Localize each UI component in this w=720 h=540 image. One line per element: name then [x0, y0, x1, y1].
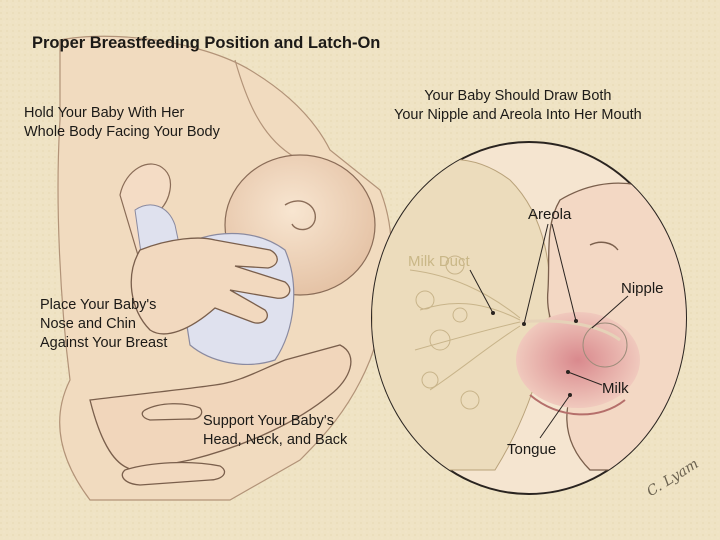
label-tongue: Tongue	[507, 440, 556, 459]
label-milk: Milk	[602, 379, 629, 398]
label-draw-line-2: Your Nipple and Areola Into Her Mouth	[394, 106, 642, 125]
label-support-baby: Support Your Baby's Head, Neck, and Back	[203, 412, 347, 450]
label-hold-baby-line-1: Hold Your Baby With Her	[24, 104, 220, 123]
label-milk-duct: Milk Duct	[408, 252, 470, 271]
label-areola: Areola	[528, 205, 571, 224]
diagram-title: Proper Breastfeeding Position and Latch-…	[32, 34, 380, 53]
label-hold-baby: Hold Your Baby With Her Whole Body Facin…	[24, 104, 220, 142]
label-nose-chin-line-1: Place Your Baby's	[40, 296, 167, 315]
label-hold-baby-line-2: Whole Body Facing Your Body	[24, 123, 220, 142]
label-draw-nipple-areola: Your Baby Should Draw Both Your Nipple a…	[394, 87, 642, 125]
label-nipple: Nipple	[621, 279, 664, 298]
label-support-baby-line-1: Support Your Baby's	[203, 412, 347, 431]
label-support-baby-line-2: Head, Neck, and Back	[203, 431, 347, 450]
label-nose-chin-line-2: Nose and Chin	[40, 315, 167, 334]
label-nose-chin-line-3: Against Your Breast	[40, 334, 167, 353]
label-nose-chin: Place Your Baby's Nose and Chin Against …	[40, 296, 167, 353]
label-draw-line-1: Your Baby Should Draw Both	[394, 87, 642, 106]
